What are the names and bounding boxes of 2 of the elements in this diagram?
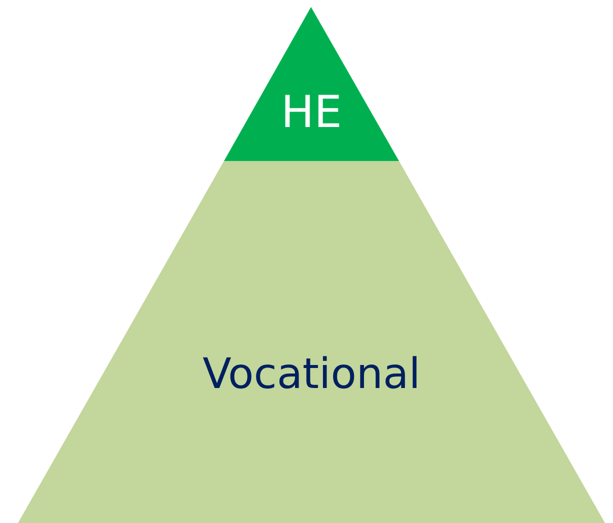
- tier-label: Vocational: [202, 349, 420, 398]
- tier-label: HE: [281, 87, 342, 138]
